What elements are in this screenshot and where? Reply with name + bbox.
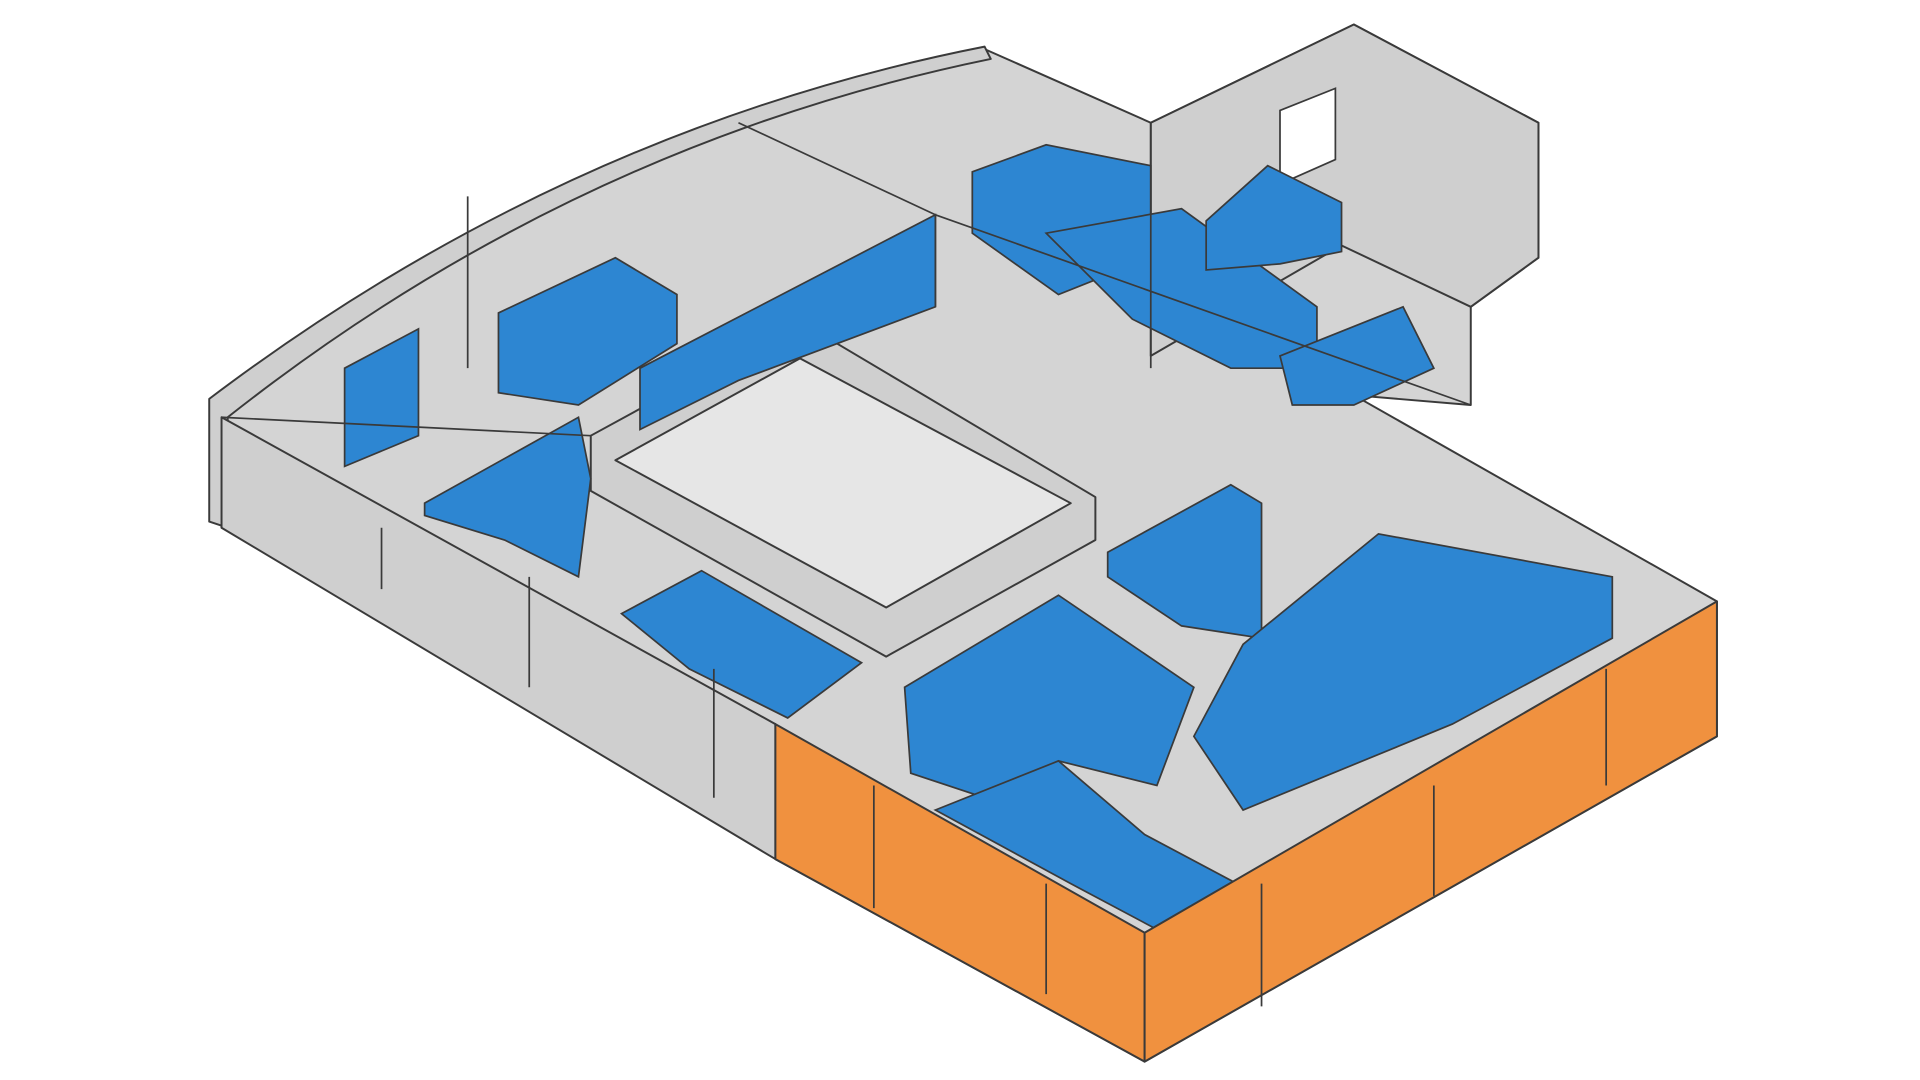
inner-courtyard-floor [614,357,1072,609]
curved-exterior-wall [208,45,992,529]
partition-group [497,256,678,406]
partition-group [1205,164,1343,271]
partition-group [619,569,864,719]
partition-group [1192,532,1614,812]
annex-door-opening [1279,87,1337,186]
front-right-exterior-wall [1143,600,1718,1063]
partition-group [423,415,592,579]
partition-group [343,327,420,468]
interior-partitions [343,143,1614,934]
partition-group [903,594,1195,799]
partition-group [1278,305,1436,406]
wall-edges [221,121,1608,1007]
partition-group [639,213,937,431]
